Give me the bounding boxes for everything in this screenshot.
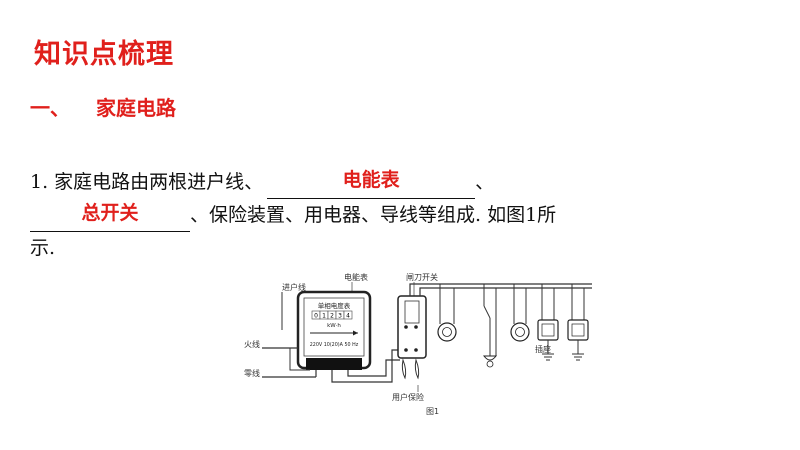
page-title: 知识点梳理 — [34, 39, 174, 70]
question-end: 示. — [30, 237, 56, 259]
square-socket — [537, 319, 559, 341]
meter-digit: 3 — [338, 313, 342, 320]
fuse-left — [401, 358, 407, 380]
fuse-right — [414, 358, 420, 380]
section-title: 家庭电路 — [96, 96, 176, 120]
answer-blank-2: 总开关 — [30, 202, 190, 232]
meter-spec: 220V 10(20)A 50 Hz — [310, 342, 359, 348]
question-prefix: 1. 家庭电路由两根进户线、 — [30, 171, 264, 193]
square-socket — [567, 319, 589, 341]
label-fire: 火线 — [244, 339, 260, 349]
meter-title: 单相电度表 — [318, 301, 351, 310]
meter-digit: 1 — [322, 313, 326, 320]
meter-terminal-block — [306, 358, 362, 370]
answer-2: 总开关 — [81, 202, 139, 224]
label-fuse: 用户保险 — [392, 392, 424, 402]
round-socket — [437, 322, 457, 342]
round-socket — [510, 322, 530, 342]
circuit-diagram: 进户线 电能表 闸刀开关 火线 零线 插座 用户保险 图1 单相电度表 0 1 … — [244, 272, 592, 416]
section-number: 一、 — [30, 96, 70, 120]
label-meter: 电能表 — [344, 272, 368, 282]
answer-1: 电能表 — [342, 169, 400, 191]
meter-unit: kW·h — [327, 323, 341, 329]
meter-digit: 4 — [346, 313, 350, 320]
question-separator: 、 — [475, 171, 495, 193]
meter-digit: 0 — [314, 313, 318, 320]
section-heading: 一、 家庭电路 — [30, 92, 176, 121]
lamp-icon — [482, 355, 498, 361]
question-middle: 、保险装置、用电器、导线等组成. 如图1所 — [190, 204, 557, 226]
question-paragraph: 1. 家庭电路由两根进户线、 电能表 、 总开关 、保险装置、用电器、导线等组成. 如… — [30, 166, 720, 265]
figure-caption: 图1 — [426, 407, 439, 416]
label-socket: 插座 — [535, 344, 551, 354]
label-inlet: 进户线 — [282, 282, 306, 292]
circuit-figure: 进户线 电能表 闸刀开关 火线 零线 插座 用户保险 图1 单相电度表 0 1 … — [240, 270, 610, 424]
label-zero: 零线 — [244, 368, 260, 378]
answer-blank-1: 电能表 — [267, 169, 476, 199]
label-switch: 闸刀开关 — [406, 272, 438, 282]
meter-digit: 2 — [330, 313, 334, 320]
